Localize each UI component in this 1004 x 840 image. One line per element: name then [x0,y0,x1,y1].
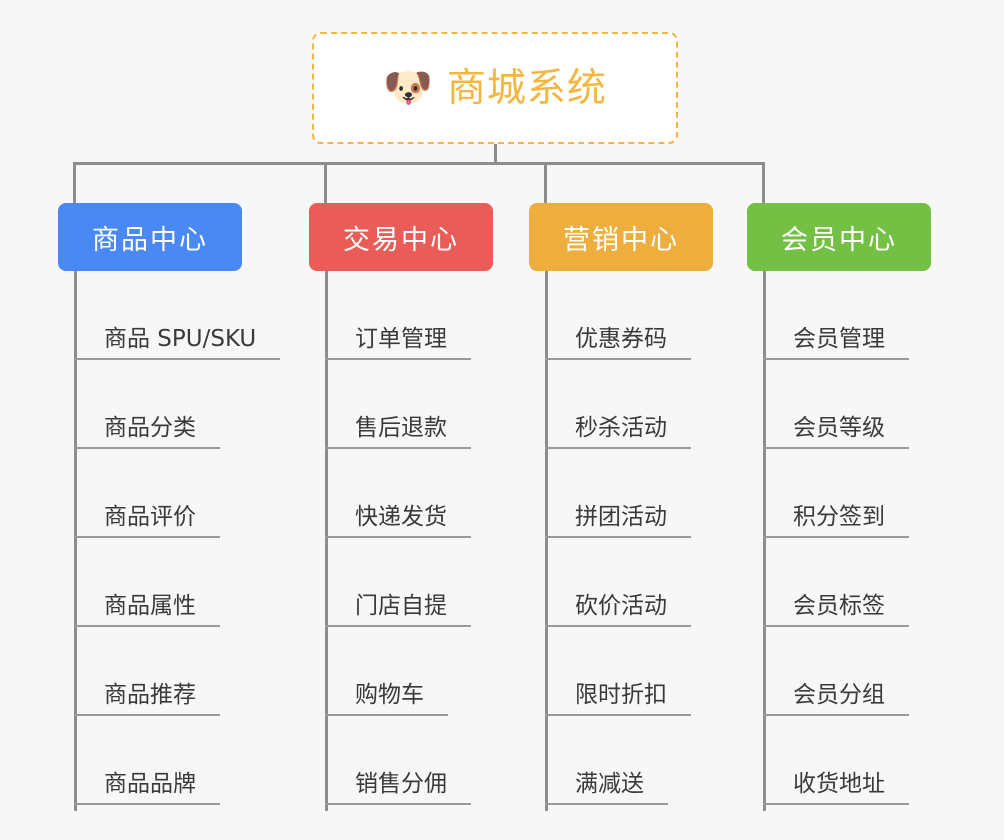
leaf-label: 购物车 [325,682,448,716]
leaf-item[interactable]: 商品 SPU/SKU [74,271,281,360]
leaf-label: 售后退款 [325,415,471,449]
leaf-item[interactable]: 商品推荐 [74,627,280,716]
leaf-item[interactable]: 商品属性 [74,538,280,627]
leaf-label: 会员标签 [763,593,909,627]
leaf-item[interactable]: 商品评价 [74,449,280,538]
leaf-item[interactable]: 拼团活动 [545,449,691,538]
root-node[interactable]: 🐶 商城系统 [312,32,678,144]
leaf-item[interactable]: 满减送 [545,716,691,805]
leaf-label: 砍价活动 [545,593,691,627]
leaf-item[interactable]: 订单管理 [325,271,471,360]
branch-spine [545,271,548,811]
leaf-label: 订单管理 [325,326,471,360]
leaf-item[interactable]: 限时折扣 [545,627,691,716]
leaf-item[interactable]: 购物车 [325,627,471,716]
leaf-item[interactable]: 商品分类 [74,360,280,449]
leaf-label: 商品 SPU/SKU [74,326,281,360]
leaf-item[interactable]: 收货地址 [763,716,909,805]
category-label: 会员中心 [781,224,897,256]
leaf-item[interactable]: 售后退款 [325,360,471,449]
leaf-list: 会员管理会员等级积分签到会员标签会员分组收货地址 [763,271,909,805]
connector-bus [72,162,765,165]
connector-drop-product-center [72,162,76,203]
branch-spine [74,271,77,811]
leaf-label: 商品评价 [74,504,220,538]
category-label: 交易中心 [343,224,459,256]
leaf-item[interactable]: 会员等级 [763,360,909,449]
leaf-item[interactable]: 会员分组 [763,627,909,716]
leaf-label: 优惠券码 [545,326,691,360]
leaf-item[interactable]: 门店自提 [325,538,471,627]
category-member-center[interactable]: 会员中心 [747,203,931,271]
leaf-label: 满减送 [545,771,668,805]
leaf-label: 会员分组 [763,682,909,716]
category-trade-center[interactable]: 交易中心 [309,203,493,271]
leaf-label: 门店自提 [325,593,471,627]
leaf-label: 商品推荐 [74,682,220,716]
root-stem [493,144,497,165]
leaf-label: 会员等级 [763,415,909,449]
root-title: 商城系统 [446,65,607,111]
leaf-item[interactable]: 优惠券码 [545,271,691,360]
leaf-item[interactable]: 销售分佣 [325,716,471,805]
leaf-label: 会员管理 [763,326,909,360]
leaf-label: 限时折扣 [545,682,691,716]
branch-spine [325,271,328,811]
leaf-item[interactable]: 会员管理 [763,271,909,360]
leaf-list: 订单管理售后退款快递发货门店自提购物车销售分佣 [325,271,471,805]
leaf-label: 快递发货 [325,504,471,538]
leaf-item[interactable]: 秒杀活动 [545,360,691,449]
leaf-item[interactable]: 快递发货 [325,449,471,538]
leaf-label: 商品属性 [74,593,220,627]
leaf-item[interactable]: 积分签到 [763,449,909,538]
leaf-label: 商品品牌 [74,771,220,805]
leaf-label: 收货地址 [763,771,909,805]
category-marketing-center[interactable]: 营销中心 [529,203,713,271]
connector-drop-trade-center [323,162,327,203]
leaf-label: 拼团活动 [545,504,691,538]
category-label: 商品中心 [92,224,208,256]
dog-face-icon: 🐶 [383,65,433,111]
branch-spine [763,271,766,811]
category-product-center[interactable]: 商品中心 [58,203,242,271]
leaf-label: 秒杀活动 [545,415,691,449]
connector-drop-marketing-center [543,162,547,203]
leaf-label: 积分签到 [763,504,909,538]
leaf-label: 商品分类 [74,415,220,449]
leaf-item[interactable]: 砍价活动 [545,538,691,627]
leaf-list: 优惠券码秒杀活动拼团活动砍价活动限时折扣满减送 [545,271,691,805]
leaf-list: 商品 SPU/SKU 商品分类商品评价商品属性商品推荐商品品牌 [74,271,281,805]
connector-drop-member-center [761,162,765,203]
leaf-label: 销售分佣 [325,771,471,805]
leaf-item[interactable]: 商品品牌 [74,716,280,805]
leaf-item[interactable]: 会员标签 [763,538,909,627]
category-label: 营销中心 [563,224,679,256]
